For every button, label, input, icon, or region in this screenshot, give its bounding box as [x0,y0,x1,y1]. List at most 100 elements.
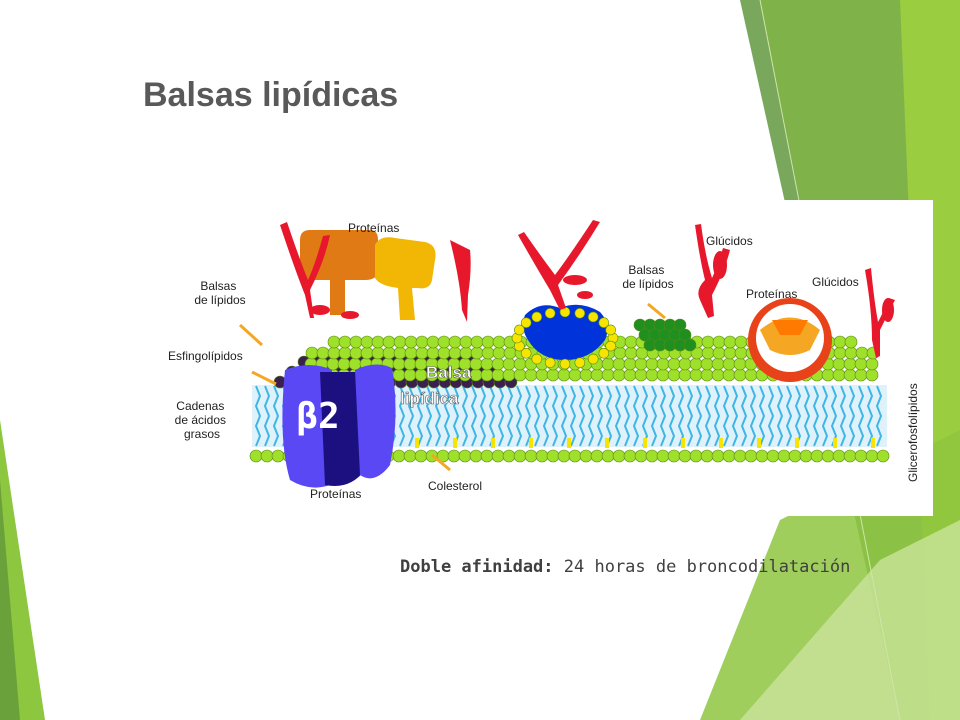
lipid-head [645,449,659,463]
lipid-head [689,449,703,463]
fatty-acid-chain [434,385,442,447]
fatty-acid-chain [659,385,667,447]
lipid-head [634,449,648,463]
lipid-head [612,368,626,382]
label-rafts-left: Balsas de lípidos [194,279,245,307]
lipid-head [437,346,451,360]
lipid-head [513,357,527,371]
fatty-acid-chain [605,385,613,447]
lipid-head [645,368,659,382]
fatty-acid-chain [731,385,739,447]
lipid-head [832,449,846,463]
lipid-head [854,368,868,382]
lipid-head [403,368,417,382]
lipid-head [711,449,725,463]
lipid-head [722,449,736,463]
channel-yellow-heads [511,306,619,370]
lipid-head [360,346,374,360]
fatty-acid-chain [263,385,271,447]
lipid-head [844,335,858,349]
lipid-head [491,357,505,371]
lipid-head [492,346,506,360]
lipid-head [469,449,483,463]
lipid-head [481,335,495,349]
fatty-acid-chain [821,385,829,447]
lipid-head [865,368,879,382]
lipid-head [734,335,748,349]
lipid-head [876,449,890,463]
fatty-acid-chain [416,385,424,447]
fatty-acid-chain [812,385,820,447]
lipid-head [656,357,670,371]
lipid-head [535,449,549,463]
cholesterol [453,438,457,448]
fatty-acid-chain [497,385,505,447]
lipid-head [833,335,847,349]
lipid-head [612,449,626,463]
lipid-head [833,346,847,360]
lipid-head [491,368,505,382]
lipid-head [426,335,440,349]
lipid-head [623,368,637,382]
lipid-head [371,335,385,349]
fatty-acid-chain [587,385,595,447]
membrane-figure: Proteínas Balsas de lípidos Esfingolípid… [160,200,933,516]
lipid-head [271,449,285,463]
lipid-head [601,357,615,371]
lipid-head [360,335,374,349]
lipid-head [623,357,637,371]
raft-cluster-green [633,318,697,352]
lipid-head [613,346,627,360]
lipid-head [667,357,681,371]
lipid-head [392,449,406,463]
cholesterol [415,438,419,448]
glucid-chains [280,220,895,358]
lipid-head [459,335,473,349]
lipid-head [755,449,769,463]
lipid-head [634,368,648,382]
slide-title: Balsas lipídicas [143,76,399,114]
lipid-head [535,368,549,382]
fatty-acid-chain [551,385,559,447]
lipid-head [832,357,846,371]
lipid-head [865,357,879,371]
fatty-acid-chain [452,385,460,447]
lipid-head [513,449,527,463]
channel-head [605,340,616,352]
lipid-head [832,368,846,382]
lipid-head [689,368,703,382]
lipid-head [601,368,615,382]
fatty-acid-chain [803,385,811,447]
lipid-head [260,449,274,463]
cholesterol [871,438,875,448]
lipid-head [480,449,494,463]
lipid-head [810,449,824,463]
channel-head [544,357,556,369]
lipid-head [723,335,737,349]
lipid-head [437,335,451,349]
lipid-head [414,449,428,463]
fatty-acid-chain [794,385,802,447]
lipid-head [326,357,340,371]
lipid-head [701,346,715,360]
lipid-head [624,335,638,349]
lipid-head [568,368,582,382]
lipid-head [491,449,505,463]
lipid-head [722,368,736,382]
lipid-head [667,368,681,382]
fatty-acid-chain [668,385,676,447]
lipid-head [470,335,484,349]
fatty-acid-chain [407,385,415,447]
lipid-head [788,449,802,463]
lipid-head [734,346,748,360]
raft-head [678,328,692,342]
lipid-head [579,368,593,382]
fatty-acid-chain [515,385,523,447]
cholesterol [567,438,571,448]
lipid-head [338,335,352,349]
lipid-head [711,357,725,371]
cholesterol [681,438,685,448]
fatty-acid-chain [632,385,640,447]
lipid-head [392,357,406,371]
lipid-head [546,368,560,382]
